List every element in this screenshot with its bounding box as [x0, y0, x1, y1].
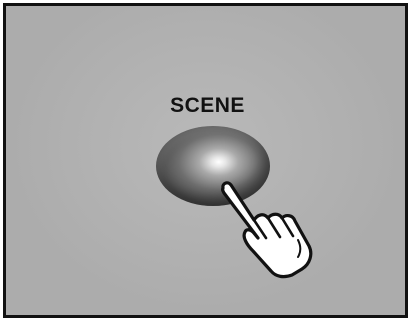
scene-label: SCENE	[8, 94, 407, 118]
scene-panel: SCENE	[3, 3, 408, 318]
scene-button[interactable]	[156, 126, 270, 206]
